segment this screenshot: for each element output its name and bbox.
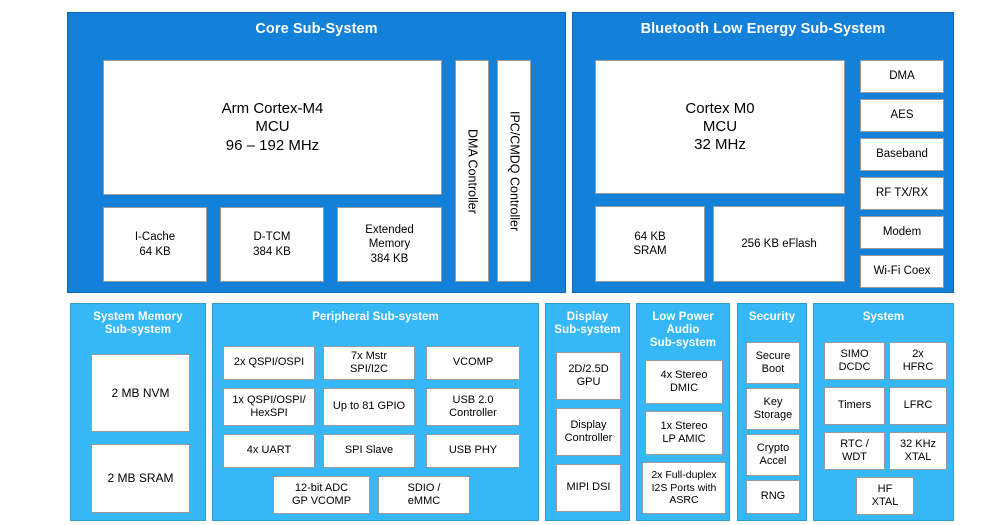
- block-1x-stereo-lp-amic: 1x Stereo LP AMIC: [645, 411, 723, 455]
- block-2d-25d-gpu: 2D/2.5D GPU: [556, 352, 621, 400]
- block-12bit-adc-gp-vcomp: 12-bit ADC GP VCOMP: [273, 476, 370, 514]
- block-ipc-cmdq-controller: IPC/CMDQ Controller: [497, 60, 531, 282]
- block-2x-hfrc: 2x HFRC: [889, 342, 947, 380]
- block-i-cache: I-Cache 64 KB: [103, 207, 207, 282]
- panel-audio-title: Low Power Audio Sub-system: [649, 311, 717, 349]
- block-cortex-m0: Cortex M0 MCU 32 MHz: [595, 60, 845, 194]
- block-ble-dma: DMA: [860, 60, 944, 93]
- block-spi-slave: SPI Slave: [323, 434, 415, 468]
- panel-security-title: Security: [748, 311, 796, 323]
- block-usb-2-controller: USB 2.0 Controller: [426, 388, 520, 426]
- panel-system-title: System: [862, 311, 905, 323]
- block-secure-boot: Secure Boot: [746, 342, 800, 384]
- panel-display-title: Display Sub-system: [554, 311, 621, 336]
- block-ble-rf-tx-rx: RF TX/RX: [860, 177, 944, 210]
- block-2mb-sram: 2 MB SRAM: [91, 444, 190, 513]
- panel-core-title: Core Sub-System: [255, 21, 378, 37]
- block-arm-cortex-m4: Arm Cortex-M4 MCU 96 – 192 MHz: [103, 60, 442, 195]
- panel-peripheral-title: Peripheral Sub-system: [312, 311, 439, 323]
- block-display-controller: Display Controller: [556, 408, 621, 456]
- panel-system-memory: System Memory Sub-system 2 MB NVM 2 MB S…: [70, 303, 206, 521]
- block-key-storage: Key Storage: [746, 388, 800, 430]
- block-d-tcm: D-TCM 384 KB: [220, 207, 324, 282]
- panel-system: System SIMO DCDC 2x HFRC Timers LFRC RTC…: [813, 303, 954, 521]
- block-2x-full-duplex-i2s: 2x Full-duplex I2S Ports with ASRC: [642, 462, 726, 514]
- block-ble-eflash: 256 KB eFlash: [713, 206, 845, 282]
- block-vcomp: VCOMP: [426, 346, 520, 380]
- block-ble-baseband: Baseband: [860, 138, 944, 171]
- panel-display-subsystem: Display Sub-system 2D/2.5D GPU Display C…: [545, 303, 630, 521]
- block-rng: RNG: [746, 480, 800, 514]
- block-timers: Timers: [824, 387, 885, 425]
- panel-ble-title: Bluetooth Low Energy Sub-System: [640, 21, 886, 37]
- block-dma-controller: DMA Controller: [455, 60, 489, 282]
- block-4x-stereo-dmic: 4x Stereo DMIC: [645, 360, 723, 404]
- block-simo-dcdc: SIMO DCDC: [824, 342, 885, 380]
- block-7x-mstr-spi-i2c: 7x Mstr SPI/I2C: [323, 346, 415, 380]
- block-lfrc: LFRC: [889, 387, 947, 425]
- panel-core-subsystem: Core Sub-System Arm Cortex-M4 MCU 96 – 1…: [67, 12, 566, 293]
- block-sdio-emmc: SDIO / eMMC: [378, 476, 470, 514]
- block-2x-qspi-ospi: 2x QSPI/OSPI: [223, 346, 315, 380]
- panel-low-power-audio: Low Power Audio Sub-system 4x Stereo DMI…: [636, 303, 730, 521]
- panel-ble-subsystem: Bluetooth Low Energy Sub-System Cortex M…: [572, 12, 954, 293]
- block-rtc-wdt: RTC / WDT: [824, 432, 885, 470]
- block-2mb-nvm: 2 MB NVM: [91, 354, 190, 432]
- block-extended-memory: Extended Memory 384 KB: [337, 207, 442, 282]
- panel-peripheral-subsystem: Peripheral Sub-system 2x QSPI/OSPI 7x Ms…: [212, 303, 539, 521]
- block-usb-phy: USB PHY: [426, 434, 520, 468]
- block-4x-uart: 4x UART: [223, 434, 315, 468]
- block-32khz-xtal: 32 KHz XTAL: [889, 432, 947, 470]
- block-up-to-81-gpio: Up to 81 GPIO: [323, 388, 415, 426]
- panel-security: Security Secure Boot Key Storage Crypto …: [737, 303, 807, 521]
- block-ble-wifi-coex: Wi-Fi Coex: [860, 255, 944, 288]
- block-hf-xtal: HF XTAL: [856, 477, 914, 515]
- block-crypto-accel: Crypto Accel: [746, 434, 800, 476]
- block-ble-aes: AES: [860, 99, 944, 132]
- block-ble-modem: Modem: [860, 216, 944, 249]
- panel-system-memory-title: System Memory Sub-system: [93, 311, 183, 336]
- block-1x-qspi-ospi-hexspi: 1x QSPI/OSPI/ HexSPI: [223, 388, 315, 426]
- block-mipi-dsi: MIPI DSI: [556, 464, 621, 512]
- block-ble-sram: 64 KB SRAM: [595, 206, 705, 282]
